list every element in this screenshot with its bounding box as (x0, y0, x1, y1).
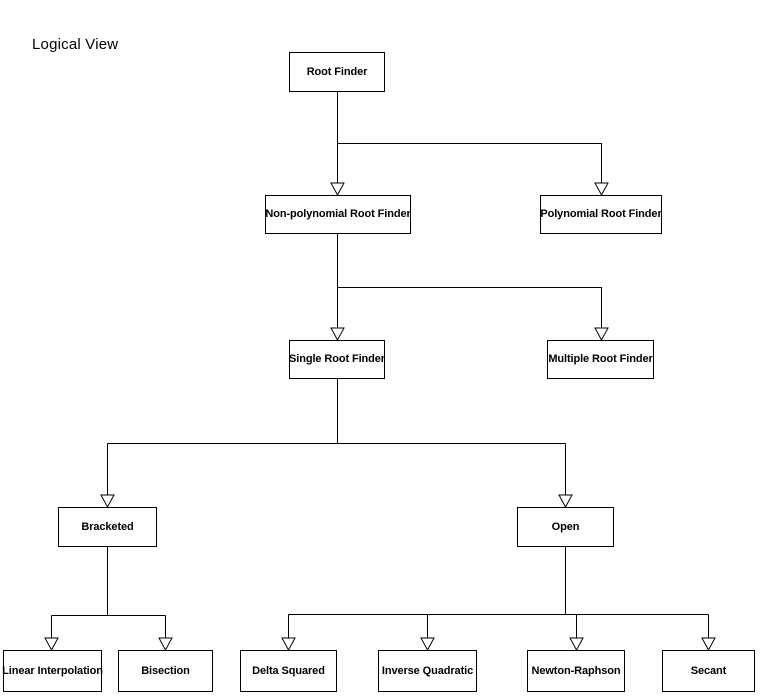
edge-root-to-nonpoly-poly (337, 92, 602, 183)
node-single-root-finder[interactable]: Single Root Finder (289, 340, 385, 379)
node-label: Root Finder (306, 65, 368, 78)
arrowhead-inverse-quadratic (420, 637, 435, 652)
node-label: Linear Interpolation (2, 664, 103, 677)
node-inverse-quadratic[interactable]: Inverse Quadratic (378, 650, 477, 692)
node-label: Polynomial Root Finder (540, 208, 662, 220)
node-multiple-root-finder[interactable]: Multiple Root Finder (547, 340, 654, 379)
node-label: Open (551, 520, 580, 533)
arrowhead-newton-raphson (569, 637, 584, 652)
node-label: Secant (690, 664, 727, 677)
node-newton-raphson[interactable]: Newton-Raphson (527, 650, 625, 692)
node-label: Delta Squared (252, 664, 325, 677)
page-title: Logical View (32, 36, 119, 53)
node-linear-interpolation[interactable]: Linear Interpolation (2, 650, 103, 692)
arrowhead-secant (701, 637, 716, 652)
node-label: Single Root Finder (289, 353, 385, 365)
arrowhead-non-polynomial (330, 182, 345, 197)
arrowhead-polynomial (594, 182, 609, 197)
arrowhead-delta-squared (281, 637, 296, 652)
node-label: Non-polynomial Root Finder (265, 208, 411, 220)
arrowhead-single-root-finder (330, 327, 345, 342)
arrowhead-linear-interpolation (44, 637, 59, 652)
node-bisection[interactable]: Bisection (118, 650, 213, 692)
node-secant[interactable]: Secant (662, 650, 755, 692)
arrowhead-multiple-root-finder (594, 327, 609, 342)
node-root-finder[interactable]: Root Finder (289, 52, 385, 92)
node-label: Inverse Quadratic (381, 664, 474, 677)
node-open[interactable]: Open (517, 507, 614, 547)
node-non-polynomial-root-finder[interactable]: Non-polynomial Root Finder (265, 195, 411, 234)
node-label: Newton-Raphson (531, 664, 621, 677)
edge-nonpoly-to-single-multiple (337, 234, 602, 328)
node-label: Bisection (141, 664, 190, 677)
arrowhead-open (558, 494, 573, 509)
arrowhead-bisection (158, 637, 173, 652)
arrowhead-bracketed (100, 494, 115, 509)
node-delta-squared[interactable]: Delta Squared (240, 650, 337, 692)
node-polynomial-root-finder[interactable]: Polynomial Root Finder (540, 195, 662, 234)
node-label: Bracketed (81, 520, 134, 533)
node-label: Multiple Root Finder (548, 353, 653, 365)
node-bracketed[interactable]: Bracketed (58, 507, 157, 547)
